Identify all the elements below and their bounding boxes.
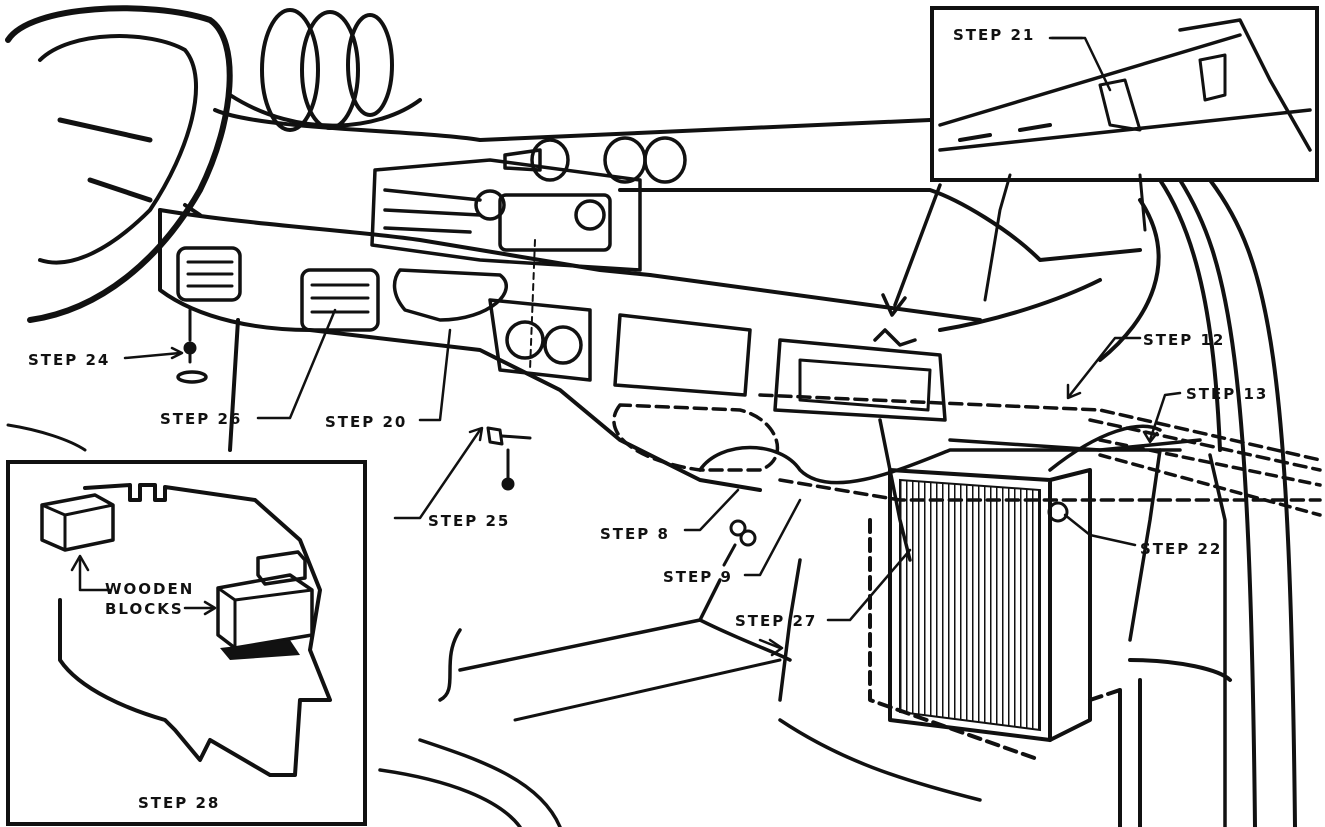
- center-left-vent: [300, 268, 380, 332]
- washer: [176, 370, 208, 384]
- left-vent: [176, 246, 242, 302]
- label-step28: STEP 28: [138, 794, 220, 812]
- label-step13: STEP 13: [1186, 385, 1268, 403]
- label-step25: STEP 25: [428, 512, 510, 530]
- wooden-block-small: [256, 550, 307, 586]
- instrument-gauges: [228, 8, 422, 132]
- heater-hose-fitting: [1047, 501, 1069, 523]
- heater-core-fins: [899, 478, 1041, 732]
- mounting-bracket: [486, 426, 532, 491]
- lower-panel: [392, 268, 947, 422]
- label-step20: STEP 20: [325, 413, 407, 431]
- dash-lower-line: [228, 318, 240, 452]
- inset-step28: [6, 460, 367, 826]
- floor-tunnel: [378, 558, 982, 827]
- label-blocks: BLOCKS: [105, 600, 184, 618]
- control-panel: [370, 136, 687, 272]
- label-step27: STEP 27: [735, 612, 817, 630]
- steering-wheel: [5, 5, 233, 323]
- left-edge-curve: [6, 423, 87, 452]
- inset-step21: [930, 6, 1319, 302]
- label-step22: STEP 22: [1140, 540, 1222, 558]
- door-frame: [1118, 178, 1297, 827]
- label-step8: STEP 8: [600, 525, 670, 543]
- label-step24: STEP 24: [28, 351, 110, 369]
- heater-core: [868, 468, 1122, 762]
- key-clips: [722, 519, 757, 567]
- dash-screw: [183, 308, 197, 364]
- label-wooden: WOODEN: [105, 580, 194, 598]
- arrow-inset-to-clip: [873, 183, 942, 347]
- center-dashed-line: [529, 239, 536, 371]
- label-step26: STEP 26: [160, 410, 242, 428]
- label-step21: STEP 21: [953, 26, 1035, 44]
- wooden-block-left: [40, 493, 115, 552]
- wooden-block-large: [216, 573, 314, 650]
- heater-hoses: [698, 418, 1227, 827]
- dashboard-outline: [158, 108, 1161, 492]
- label-step12: STEP 12: [1143, 331, 1225, 349]
- label-step9: STEP 9: [663, 568, 733, 586]
- leader-lines: [123, 36, 1182, 657]
